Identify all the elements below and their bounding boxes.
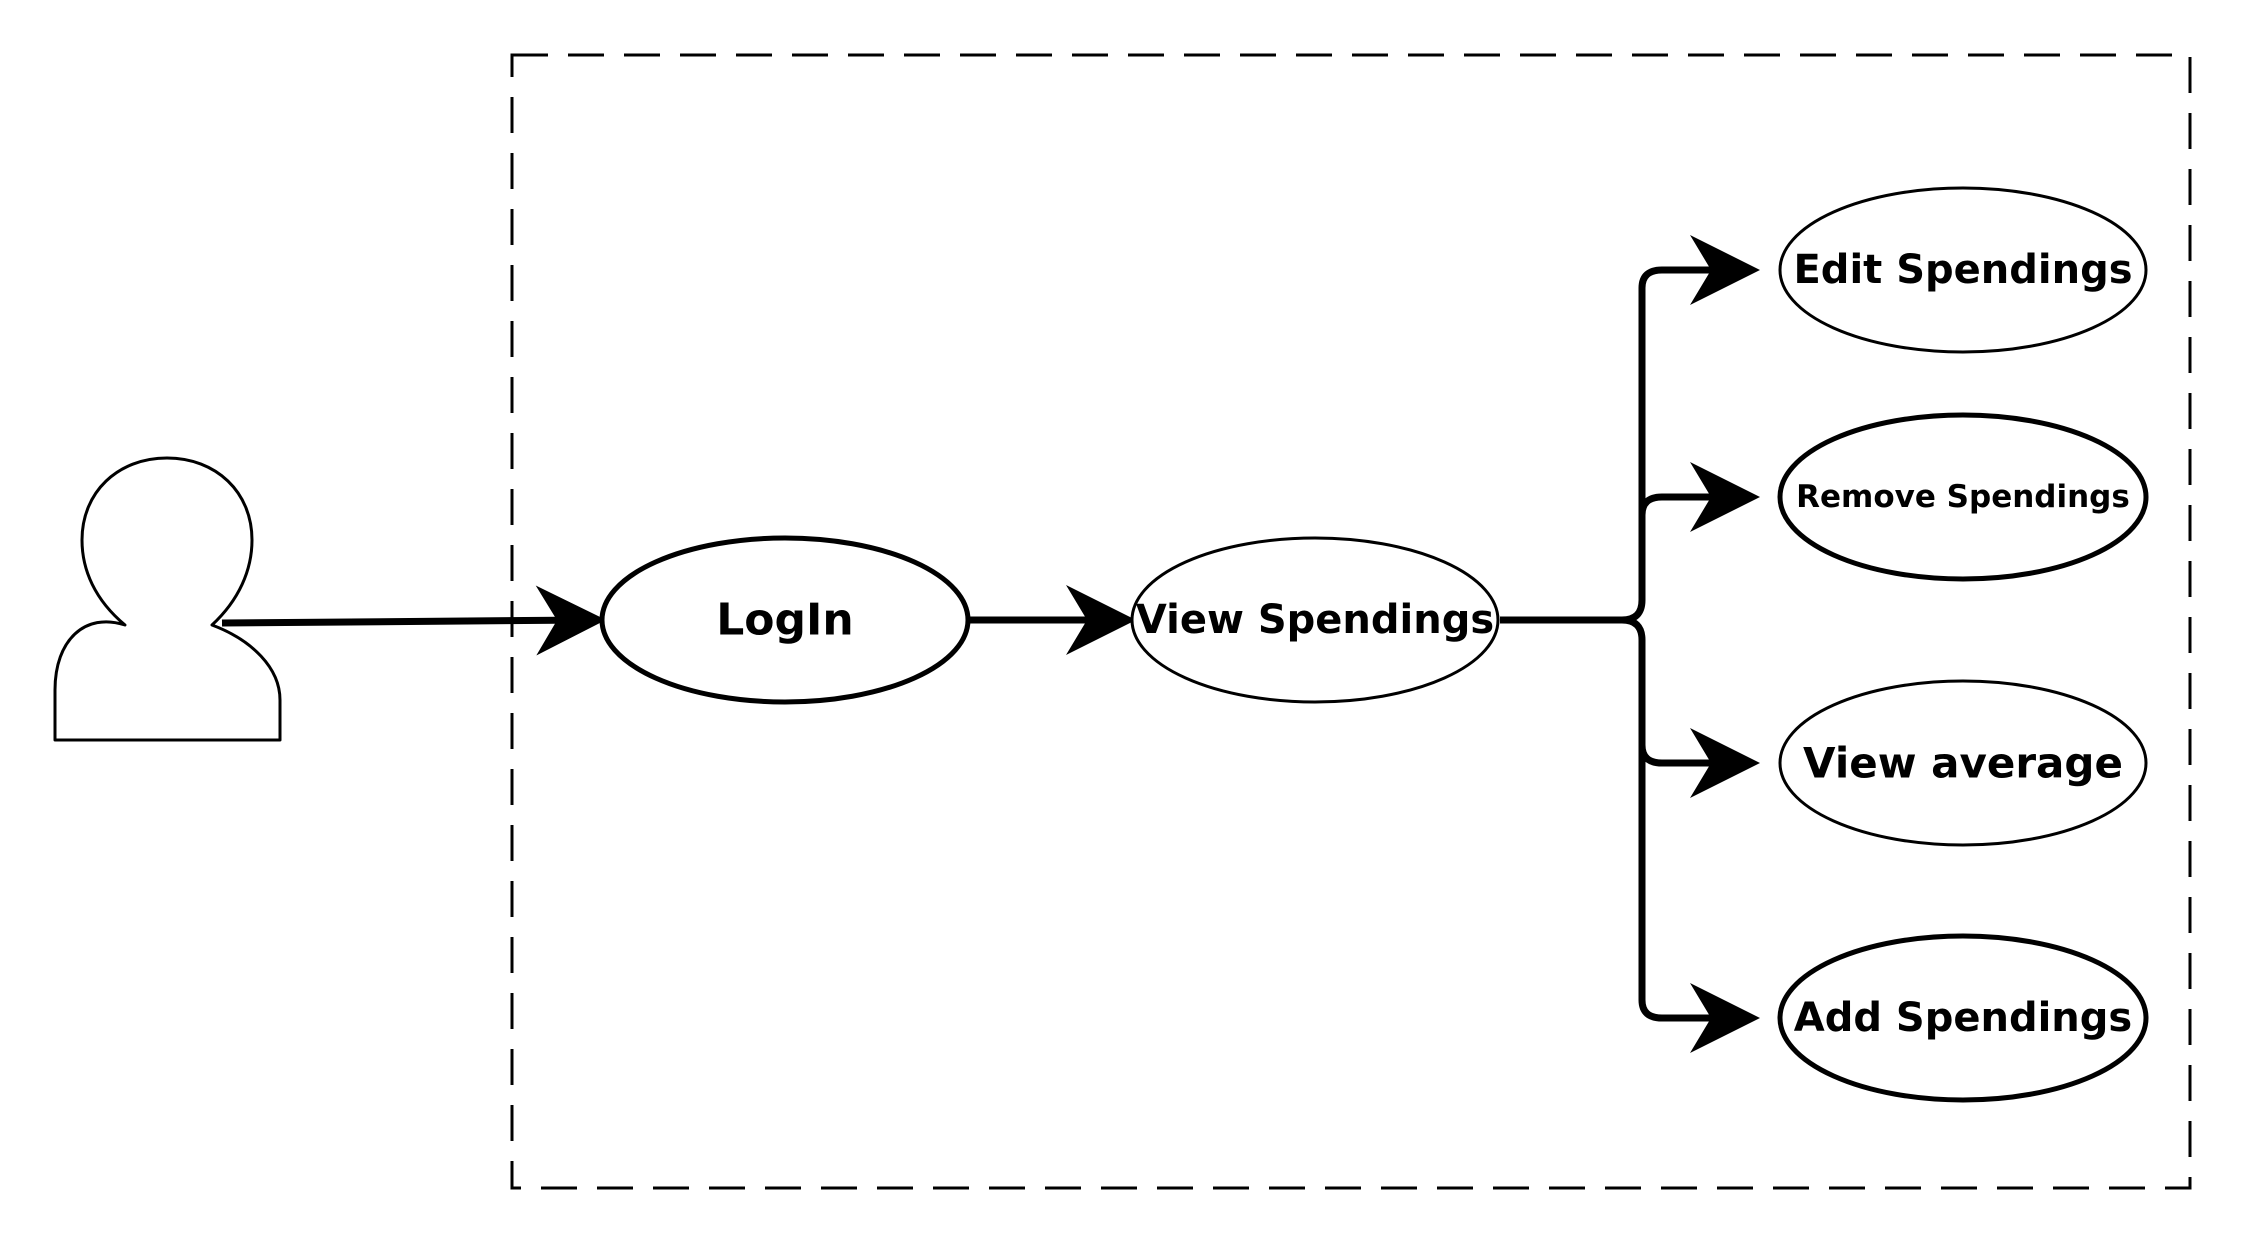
use-case-login: LogIn bbox=[599, 535, 971, 705]
use-case-view-spendings-label: View Spendings bbox=[1136, 597, 1494, 643]
use-case-view-average: View average bbox=[1778, 679, 2148, 847]
arrow-to-edit-spendings bbox=[1621, 235, 1760, 624]
use-case-view-average-label: View average bbox=[1803, 739, 2123, 788]
use-case-remove-spendings-label: Remove Spendings bbox=[1796, 479, 2130, 515]
arrow-to-add-spendings bbox=[1638, 740, 1760, 1053]
use-case-edit-spendings: Edit Spendings bbox=[1778, 186, 2148, 354]
arrow-to-remove-spendings bbox=[1638, 462, 1760, 532]
use-case-login-label: LogIn bbox=[716, 595, 853, 646]
association-actor-login bbox=[221, 585, 606, 656]
use-case-remove-spendings: Remove Spendings bbox=[1777, 412, 2149, 582]
use-case-view-spendings: View Spendings bbox=[1130, 536, 1500, 704]
use-case-edit-spendings-label: Edit Spendings bbox=[1793, 247, 2132, 293]
use-case-add-spendings: Add Spendings bbox=[1777, 933, 2149, 1103]
user-icon bbox=[53, 456, 282, 742]
use-case-add-spendings-label: Add Spendings bbox=[1794, 995, 2132, 1041]
